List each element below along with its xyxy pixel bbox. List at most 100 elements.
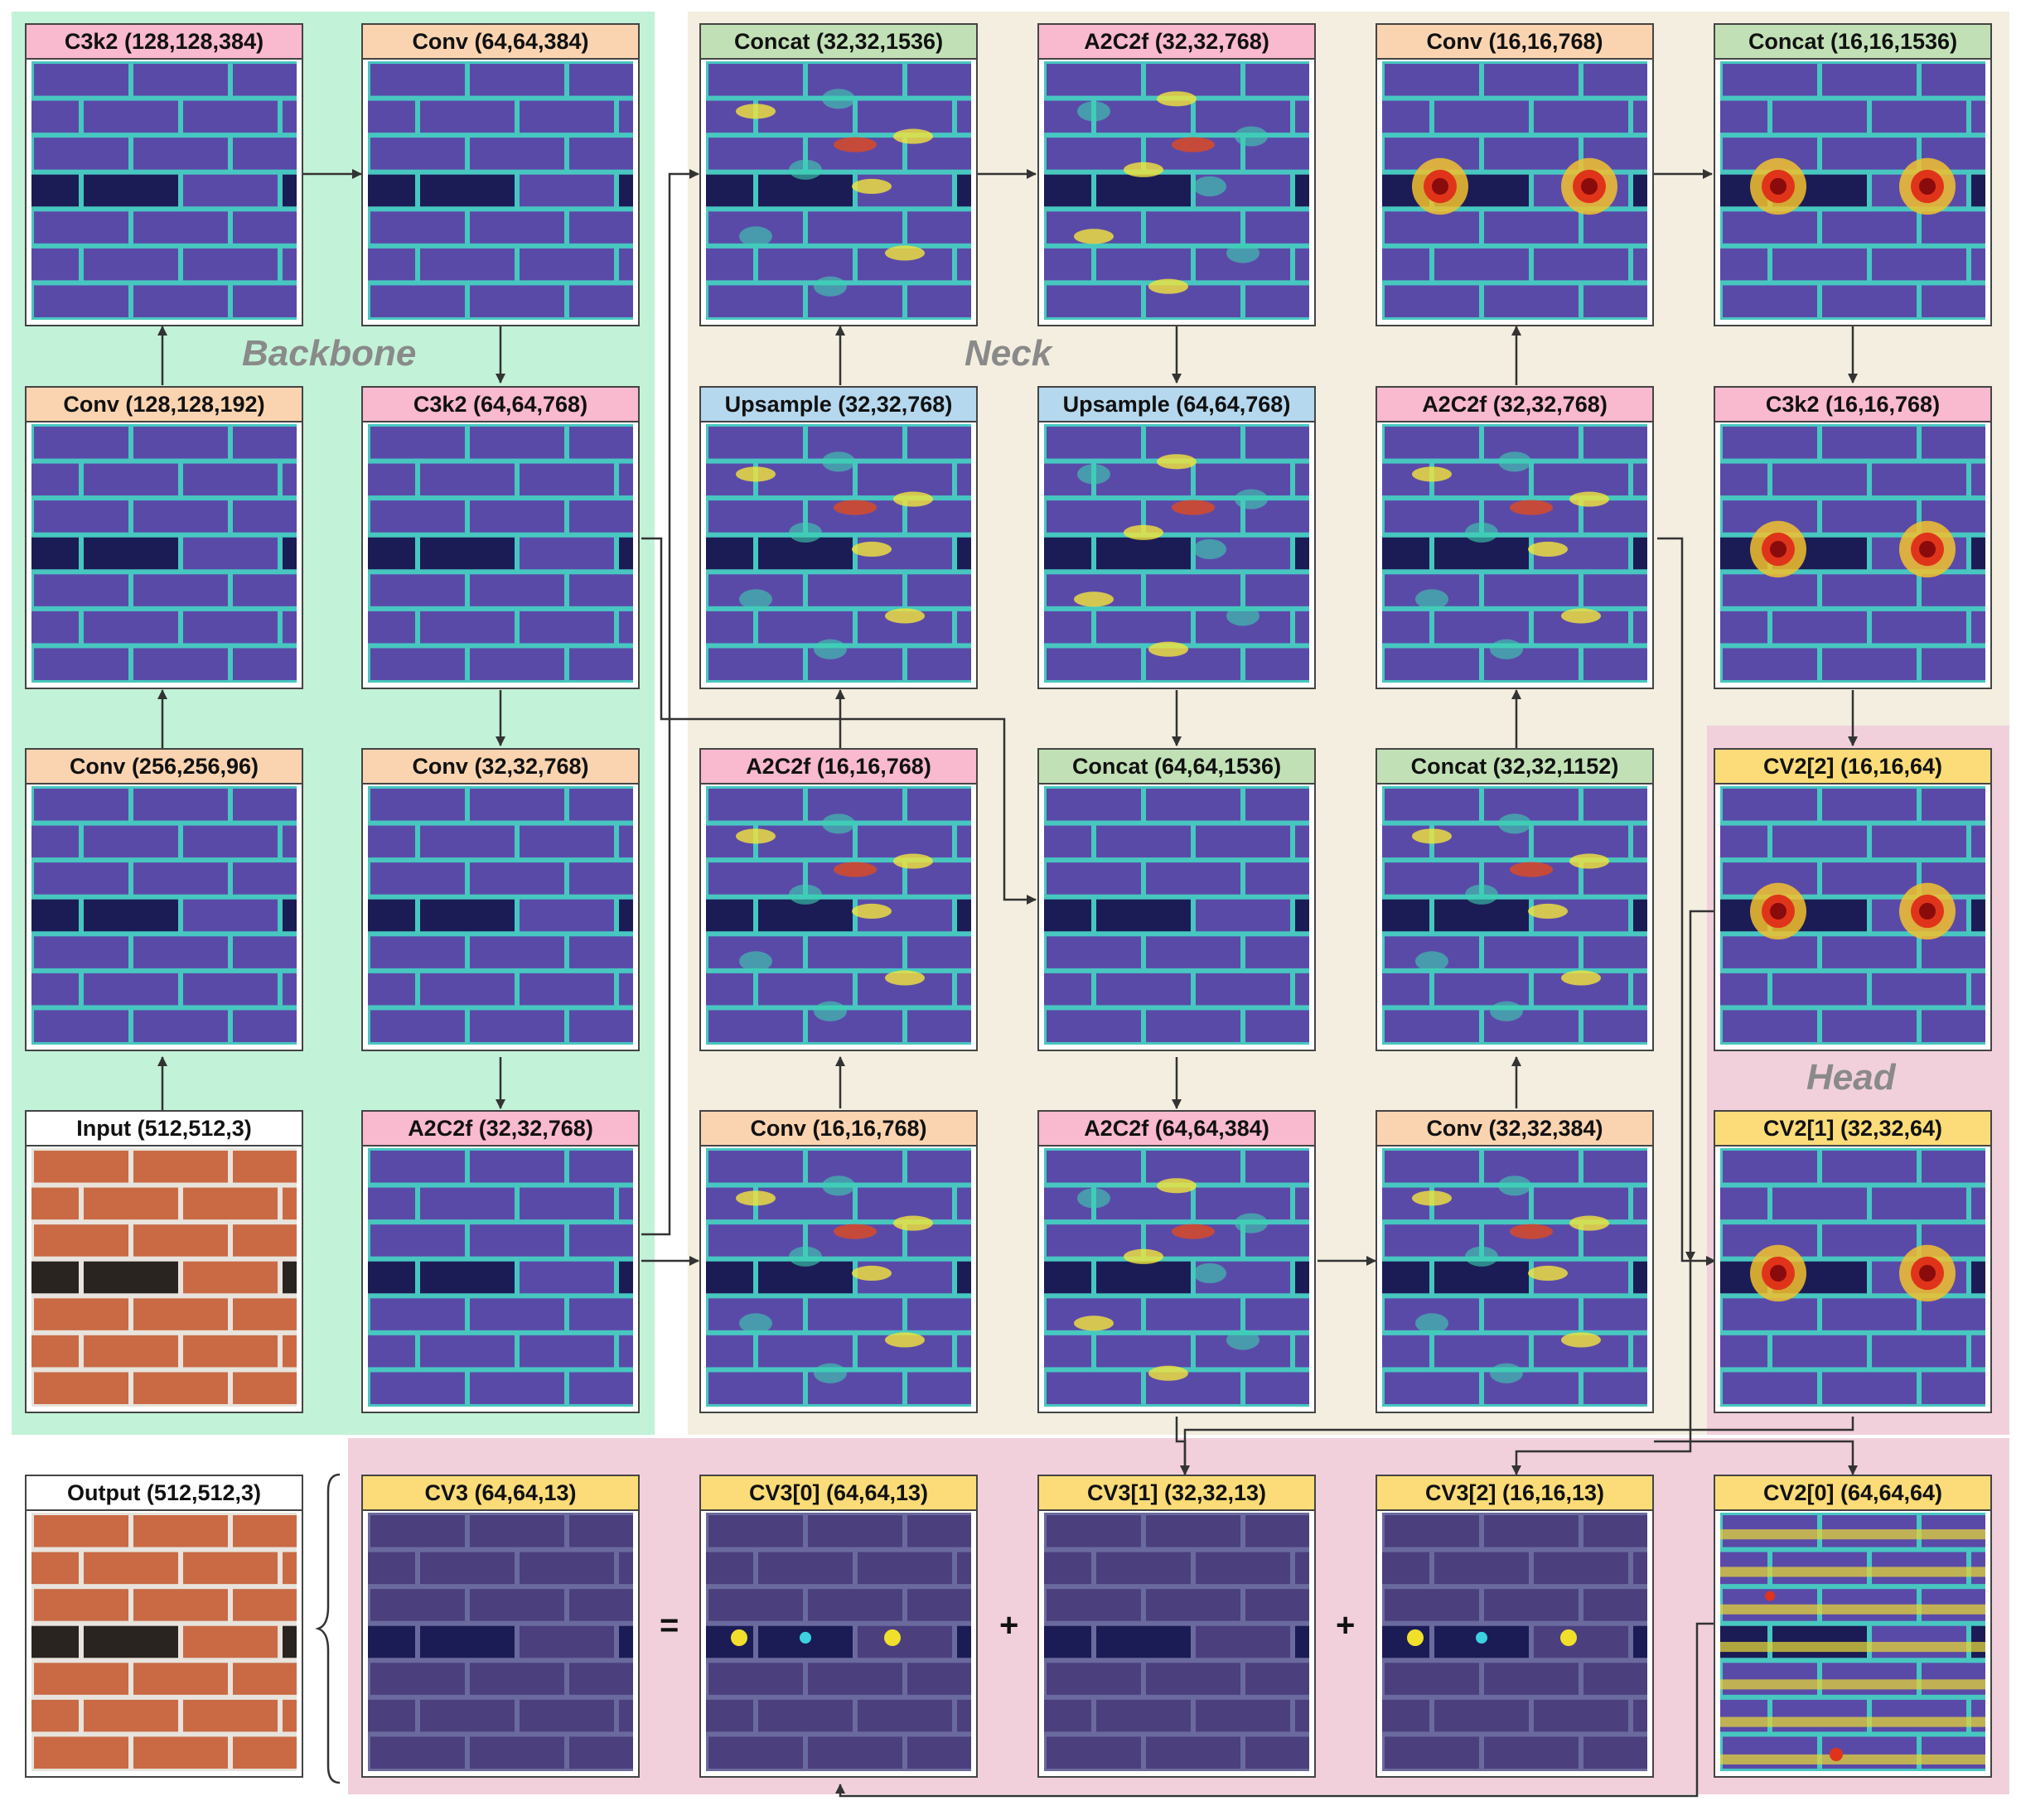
block-c3k2-16: C3k2 (16,16,768)	[1714, 386, 1992, 689]
arrow	[1180, 1417, 1854, 1475]
block-cv2-1: CV2[1] (32,32,64)	[1714, 1110, 1992, 1413]
block-title: Input (512,512,3)	[27, 1112, 302, 1147]
arrow	[1657, 537, 1716, 1266]
feature-heatmap	[1044, 786, 1309, 1045]
block-title: Conv (32,32,384)	[1377, 1112, 1652, 1147]
block-conv-256: Conv (256,256,96)	[25, 748, 303, 1051]
block-title: Concat (64,64,1536)	[1039, 750, 1314, 784]
feature-heatmap	[368, 61, 633, 320]
feature-heatmap	[706, 61, 971, 320]
feature-heatmap	[1044, 1148, 1309, 1407]
block-a2c2f-64: A2C2f (64,64,384)	[1037, 1110, 1316, 1413]
block-c3k2-128: C3k2 (128,128,384)	[25, 23, 303, 326]
block-title: Upsample (32,32,768)	[701, 388, 976, 422]
block-conv-16-bottom: Conv (16,16,768)	[699, 1110, 978, 1413]
block-cv2-0: CV2[0] (64,64,64)	[1714, 1475, 1992, 1778]
block-title: C3k2 (64,64,768)	[363, 388, 638, 422]
block-title: Upsample (64,64,768)	[1039, 388, 1314, 422]
block-title: Conv (256,256,96)	[27, 750, 302, 784]
block-c3k2-64: C3k2 (64,64,768)	[361, 386, 640, 689]
block-title: CV3[2] (16,16,13)	[1377, 1476, 1652, 1511]
feature-heatmap	[1382, 424, 1647, 683]
block-cv3-2: CV3[2] (16,16,13)	[1376, 1475, 1654, 1778]
block-conv-64: Conv (64,64,384)	[361, 23, 640, 326]
plus-operator: +	[1336, 1607, 1356, 1644]
block-title: A2C2f (32,32,768)	[1377, 388, 1652, 422]
output-image	[31, 1513, 297, 1771]
block-a2c2f-32-mid: A2C2f (32,32,768)	[1376, 386, 1654, 689]
arrow	[641, 537, 1037, 905]
block-title: A2C2f (64,64,384)	[1039, 1112, 1314, 1147]
block-title: CV2[0] (64,64,64)	[1715, 1476, 1990, 1511]
equals-operator: =	[660, 1607, 679, 1644]
block-upsample-64: Upsample (64,64,768)	[1037, 386, 1316, 689]
feature-heatmap	[368, 1513, 633, 1771]
feature-heatmap	[1382, 786, 1647, 1045]
arrow	[1511, 1261, 1692, 1475]
block-conv-16: Conv (16,16,768)	[1376, 23, 1654, 326]
block-upsample-32: Upsample (32,32,768)	[699, 386, 978, 689]
arrow	[1685, 910, 1715, 1262]
block-cv2-2: CV2[2] (16,16,64)	[1714, 748, 1992, 1051]
neck-label: Neck	[965, 333, 1052, 374]
feature-heatmap	[706, 1148, 971, 1407]
block-title: CV3 (64,64,13)	[363, 1476, 638, 1511]
arrow	[1654, 1440, 1858, 1475]
feature-heatmap	[31, 786, 297, 1045]
feature-heatmap	[31, 424, 297, 683]
block-title: C3k2 (128,128,384)	[27, 25, 302, 60]
block-title: Conv (16,16,768)	[701, 1112, 976, 1147]
block-conv-32-384: Conv (32,32,384)	[1376, 1110, 1654, 1413]
feature-heatmap	[1720, 786, 1985, 1045]
block-title: Concat (16,16,1536)	[1715, 25, 1990, 60]
feature-heatmap	[706, 424, 971, 683]
input-image	[31, 1148, 297, 1407]
feature-heatmap	[368, 1148, 633, 1407]
block-title: Output (512,512,3)	[27, 1476, 302, 1511]
block-a2c2f-32: A2C2f (32,32,768)	[361, 1110, 640, 1413]
block-input: Input (512,512,3)	[25, 1110, 303, 1413]
block-concat-32-1536: Concat (32,32,1536)	[699, 23, 978, 326]
block-concat-64: Concat (64,64,1536)	[1037, 748, 1316, 1051]
block-title: CV2[2] (16,16,64)	[1715, 750, 1990, 784]
feature-heatmap	[368, 424, 633, 683]
feature-heatmap	[706, 1513, 971, 1771]
feature-heatmap	[1044, 1513, 1309, 1771]
block-output: Output (512,512,3)	[25, 1475, 303, 1778]
block-concat-32-1152: Concat (32,32,1152)	[1376, 748, 1654, 1051]
block-cv3: CV3 (64,64,13)	[361, 1475, 640, 1778]
output-brace	[315, 1473, 341, 1784]
plus-operator: +	[999, 1607, 1019, 1644]
block-conv-32: Conv (32,32,768)	[361, 748, 640, 1051]
feature-heatmap	[1720, 424, 1985, 683]
arrow	[835, 1622, 1724, 1798]
feature-heatmap	[706, 786, 971, 1045]
head-label: Head	[1806, 1057, 1896, 1098]
feature-heatmap	[1720, 1513, 1985, 1771]
feature-heatmap	[1382, 1148, 1647, 1407]
block-a2c2f-16: A2C2f (16,16,768)	[699, 748, 978, 1051]
block-title: A2C2f (32,32,768)	[363, 1112, 638, 1147]
feature-heatmap	[1720, 61, 1985, 320]
block-title: C3k2 (16,16,768)	[1715, 388, 1990, 422]
arrow	[1175, 1417, 1190, 1475]
arrow	[641, 169, 699, 1236]
feature-heatmap	[1720, 1148, 1985, 1407]
block-a2c2f-32-top: A2C2f (32,32,768)	[1037, 23, 1316, 326]
block-conv-128: Conv (128,128,192)	[25, 386, 303, 689]
block-title: CV3[0] (64,64,13)	[701, 1476, 976, 1511]
feature-heatmap	[31, 61, 297, 320]
feature-heatmap	[368, 786, 633, 1045]
block-title: A2C2f (16,16,768)	[701, 750, 976, 784]
block-title: Concat (32,32,1536)	[701, 25, 976, 60]
block-cv3-0: CV3[0] (64,64,13)	[699, 1475, 978, 1778]
block-title: Conv (32,32,768)	[363, 750, 638, 784]
block-title: Conv (64,64,384)	[363, 25, 638, 60]
feature-heatmap	[1382, 61, 1647, 320]
feature-heatmap	[1382, 1513, 1647, 1771]
block-cv3-1: CV3[1] (32,32,13)	[1037, 1475, 1316, 1778]
backbone-label: Backbone	[242, 333, 417, 374]
feature-heatmap	[1044, 61, 1309, 320]
block-title: CV2[1] (32,32,64)	[1715, 1112, 1990, 1147]
